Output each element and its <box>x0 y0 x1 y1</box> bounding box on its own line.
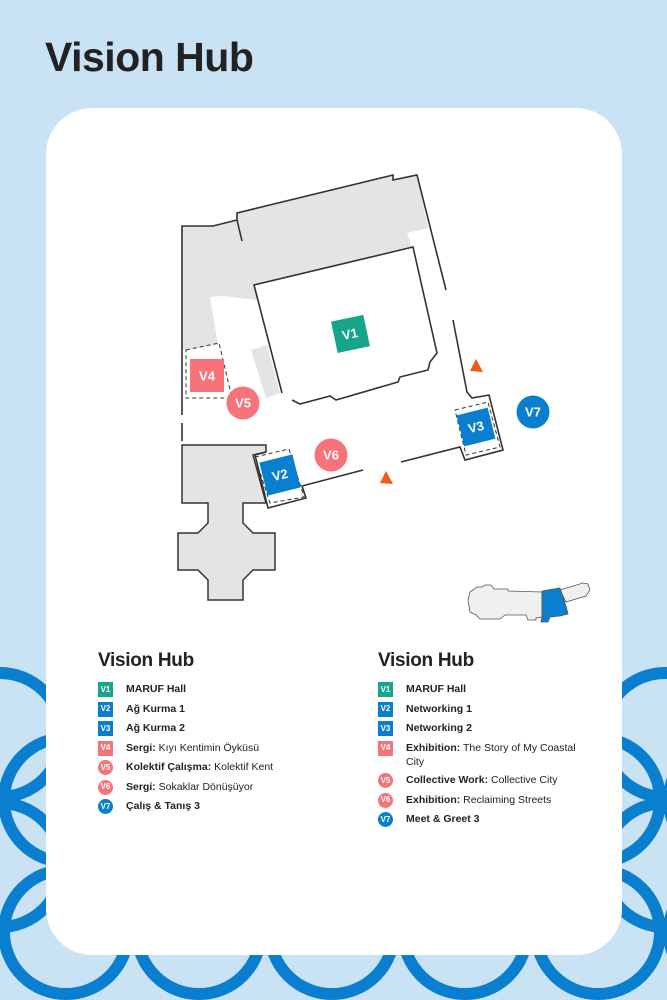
legend-label: Meet & Greet 3 <box>406 812 480 826</box>
walls <box>181 173 504 509</box>
legend-item: V6 Exhibition: Reclaiming Streets <box>378 792 593 808</box>
legend-title: Vision Hub <box>98 650 194 671</box>
legend-label: Networking 1 <box>406 702 472 716</box>
legend-label-text: Kolektif Kent <box>211 761 274 773</box>
legend-item: V5 Collective Work: Collective City <box>378 773 593 788</box>
dashed-zones <box>185 342 501 504</box>
legend-badge: V2 <box>98 701 113 717</box>
legend-label: Sergi: Kıyı Kentimin Öyküsü <box>126 741 259 755</box>
legend-label-text: Sokaklar Dönüşüyor <box>155 780 254 793</box>
legend-label-bold: Kolektif Çalışma: <box>126 761 212 773</box>
entrance-arrow-icon <box>380 471 393 484</box>
legend-label-bold: Meet & Greet 3 <box>406 813 480 825</box>
legend-item: V5 Kolektif Çalışma: Kolektif Kent <box>98 760 328 775</box>
svg-text:V1: V1 <box>341 325 360 343</box>
legend-label: Collective Work: Collective City <box>406 773 558 787</box>
legend-item: V6 Sergi: Sokaklar Dönüşüyor <box>98 779 328 795</box>
legend-label-text: Kıyı Kentimin Öyküsü <box>155 741 260 754</box>
legend-label-bold: Collective Work: <box>406 774 489 786</box>
legend-item: V1 MARUF Hall <box>378 682 593 697</box>
legend-label-text: Reclaiming Streets <box>460 793 552 806</box>
legend-badge: V5 <box>98 760 113 775</box>
legend-badge: V2 <box>378 701 393 717</box>
svg-text:V7: V7 <box>525 405 541 420</box>
legend-label-text: The Story of My Coastal City <box>406 741 576 768</box>
legend-badge: V6 <box>378 792 393 808</box>
legend-label-bold: Ağ Kurma 2 <box>126 722 185 734</box>
gray-area-cross <box>177 444 276 601</box>
legend-label-bold: Networking 2 <box>406 722 472 734</box>
marker-v6[interactable]: V6 <box>314 438 348 472</box>
legend-badge: V3 <box>98 721 113 736</box>
svg-text:V6: V6 <box>323 448 339 463</box>
legend-label-bold: Exhibition: <box>406 793 461 806</box>
marker-v1[interactable]: V1 <box>331 314 370 353</box>
legend-item: V1 MARUF Hall <box>98 682 328 697</box>
legend-item: V2 Ağ Kurma 1 <box>98 701 328 717</box>
locator-minimap <box>467 582 591 623</box>
legend-label: Sergi: Sokaklar Dönüşüyor <box>126 780 253 794</box>
entrance-arrow-icon <box>470 359 483 372</box>
legend-label-bold: Ağ Kurma 1 <box>126 702 185 715</box>
svg-text:V2: V2 <box>270 466 289 484</box>
legend-badge: V6 <box>98 779 113 795</box>
legend-label-text: Collective City <box>488 774 558 786</box>
legend-label: Exhibition: The Story of My Coastal City <box>406 741 593 769</box>
legend-item: V7 Meet & Greet 3 <box>378 812 593 827</box>
legend-label-bold: Networking 1 <box>406 702 472 715</box>
legend-label: MARUF Hall <box>406 682 466 696</box>
legend-badge: V1 <box>98 682 113 697</box>
legend-label: MARUF Hall <box>126 682 186 696</box>
legend-label-bold: Exhibition: <box>406 741 461 754</box>
gray-area-strip <box>251 345 280 398</box>
legend-badge: V3 <box>378 721 393 736</box>
legend-label: Ağ Kurma 1 <box>126 702 185 716</box>
legend-title: Vision Hub <box>378 650 474 671</box>
legend-badge: V5 <box>378 773 393 788</box>
legend-label-bold: MARUF Hall <box>126 683 187 695</box>
svg-text:V5: V5 <box>235 396 251 411</box>
legend-badge: V4 <box>378 740 393 756</box>
legend-item: V4 Exhibition: The Story of My Coastal Ci… <box>378 740 593 769</box>
legend-label-bold: MARUF Hall <box>406 683 467 695</box>
legend-label-bold: Sergi: <box>126 741 156 754</box>
legend-label: Exhibition: Reclaiming Streets <box>406 793 551 807</box>
marker-v3[interactable]: V3 <box>456 407 496 447</box>
marker-v4[interactable]: V4 <box>190 359 224 392</box>
marker-v7[interactable]: V7 <box>516 395 550 429</box>
marker-v2[interactable]: V2 <box>259 454 301 496</box>
legend-badge: V7 <box>378 812 393 827</box>
legend-label: Networking 2 <box>406 721 472 735</box>
legend-item: V2 Networking 1 <box>378 701 593 717</box>
legend-label-bold: Sergi: <box>126 780 156 793</box>
legend-badge: V1 <box>378 682 393 697</box>
gray-area-north <box>182 175 428 350</box>
legend-item: V3 Networking 2 <box>378 721 593 736</box>
marker-v5[interactable]: V5 <box>226 386 260 420</box>
legend-badge: V7 <box>98 799 113 814</box>
legend-label: Çalış & Tanış 3 <box>126 799 200 813</box>
legend-item: V7 Çalış & Tanış 3 <box>98 799 328 814</box>
legend-item: V3 Ağ Kurma 2 <box>98 721 328 736</box>
page-title: Vision Hub <box>45 34 254 80</box>
svg-text:V4: V4 <box>199 369 216 384</box>
legend-label-bold: Çalış & Tanış 3 <box>126 800 200 812</box>
svg-text:V3: V3 <box>466 418 485 436</box>
legend-badge: V4 <box>98 740 113 756</box>
legend-item: V4 Sergi: Kıyı Kentimin Öyküsü <box>98 740 328 756</box>
legend-label: Ağ Kurma 2 <box>126 721 185 735</box>
legend-label: Kolektif Çalışma: Kolektif Kent <box>126 760 273 774</box>
